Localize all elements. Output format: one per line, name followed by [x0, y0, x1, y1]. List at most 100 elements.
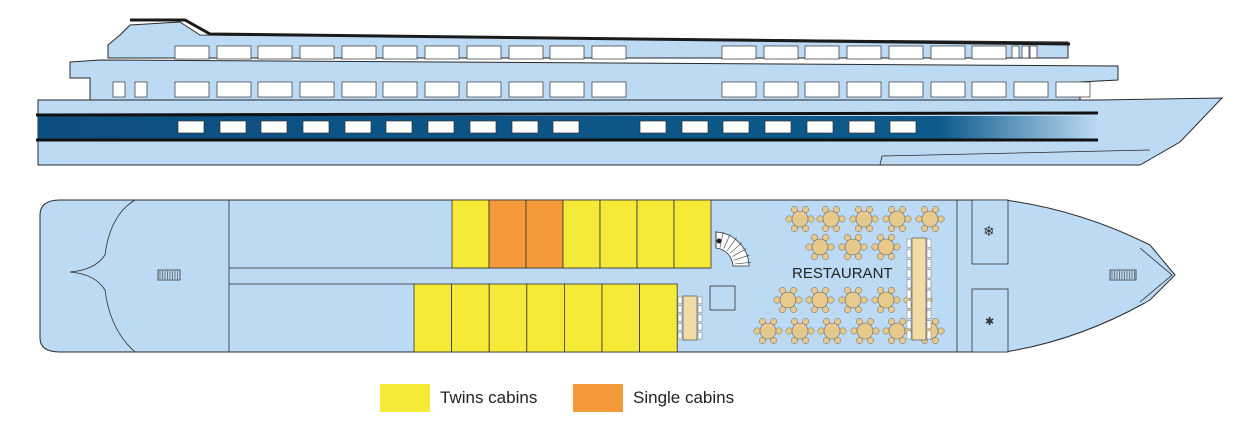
hull-line-top [35, 111, 1099, 117]
bow-detail [879, 149, 1151, 166]
chair [753, 327, 761, 335]
chair [839, 327, 847, 335]
chair [926, 289, 932, 299]
chair [807, 215, 815, 223]
window [1055, 81, 1091, 98]
window [299, 81, 335, 98]
chair [779, 287, 786, 294]
asterisk-icon: ✱ [985, 315, 994, 328]
window [382, 45, 418, 60]
chair [844, 253, 851, 260]
round-table [888, 322, 906, 340]
chair [677, 331, 683, 340]
chair [937, 215, 945, 223]
twin-cabin [451, 199, 490, 269]
chair [802, 337, 809, 344]
sun-deck-structure [107, 21, 1069, 59]
window [302, 120, 330, 134]
chair [770, 337, 777, 344]
round-table [791, 210, 809, 228]
twin-cabin [564, 283, 603, 353]
window [469, 120, 497, 134]
round-table [888, 210, 906, 228]
chair [785, 327, 793, 335]
window [424, 45, 460, 60]
chair [827, 296, 835, 304]
chair [697, 331, 703, 340]
stairs-icon [157, 269, 181, 281]
window [971, 45, 1007, 60]
window [341, 81, 377, 98]
chair [833, 206, 840, 213]
chair [926, 320, 932, 330]
chair [677, 305, 683, 313]
chair [759, 337, 766, 344]
chair [926, 269, 932, 279]
ship-side-profile [35, 18, 1224, 166]
chair [888, 337, 895, 344]
twin-cabin [601, 283, 640, 353]
chair [867, 318, 874, 325]
window [174, 45, 210, 60]
long-table [682, 295, 698, 341]
chair [893, 296, 901, 304]
chair [816, 215, 824, 223]
window [721, 81, 757, 98]
chair [779, 306, 786, 313]
chair [915, 215, 923, 223]
chair [872, 327, 880, 335]
chair [770, 318, 777, 325]
twin-cabin [639, 283, 678, 353]
chair [811, 287, 818, 294]
window [549, 45, 585, 60]
legend-twin: Twins cabins [380, 384, 537, 412]
round-table [811, 238, 829, 256]
chair [926, 248, 932, 258]
chair [697, 296, 703, 305]
long-table [911, 237, 927, 341]
chair [838, 243, 846, 251]
twin-cabin [451, 283, 490, 353]
chair [906, 259, 912, 268]
chair [775, 327, 783, 335]
chair [822, 253, 829, 260]
round-table [844, 238, 862, 256]
chair [921, 225, 928, 232]
legend-single: Single cabins [573, 384, 734, 412]
legend-twin-label: Twins cabins [440, 388, 538, 407]
round-table [844, 291, 862, 309]
round-table [921, 210, 939, 228]
window [219, 120, 247, 134]
window [385, 120, 413, 134]
window [552, 120, 580, 134]
stern-curve [69, 199, 136, 353]
chair [877, 287, 884, 294]
galley-room [971, 199, 1009, 265]
window [930, 45, 966, 60]
chair [877, 253, 884, 260]
chair [844, 234, 851, 241]
spiral-step [734, 262, 751, 265]
chair [827, 243, 835, 251]
chair [697, 314, 703, 322]
window [511, 120, 539, 134]
chair [926, 299, 932, 309]
window [508, 45, 544, 60]
window [174, 81, 210, 98]
window [508, 81, 544, 98]
chair [860, 243, 868, 251]
chair [932, 337, 939, 344]
chair [899, 225, 906, 232]
window [134, 81, 148, 98]
chair [791, 337, 798, 344]
chair [802, 318, 809, 325]
bow-tip [1139, 247, 1173, 303]
chair [906, 299, 912, 309]
spiral-step [726, 237, 737, 251]
window [427, 120, 455, 134]
window [466, 45, 502, 60]
window [591, 81, 627, 98]
window [846, 81, 882, 98]
chair [932, 318, 939, 325]
chair [677, 314, 683, 322]
